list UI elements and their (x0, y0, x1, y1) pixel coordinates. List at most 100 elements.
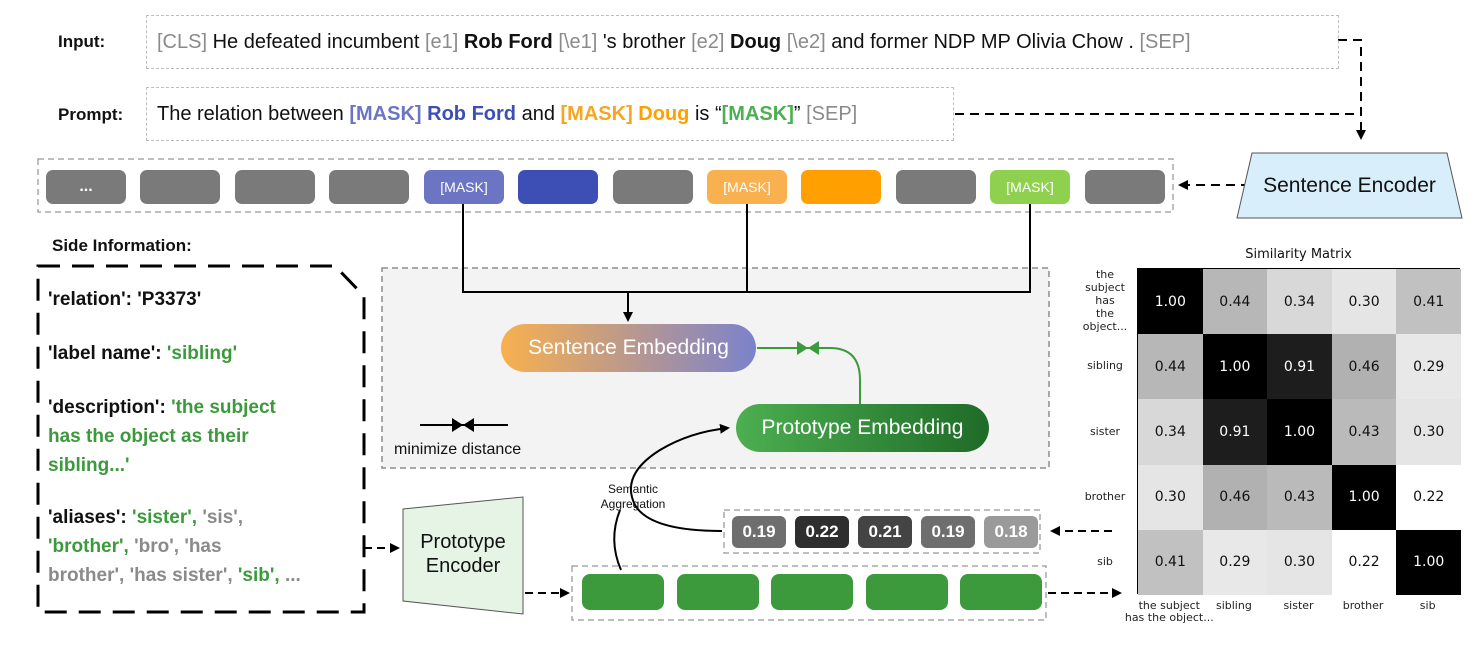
label-value: 'sibling' (166, 343, 238, 364)
prompt-sentence-box: The relation between [MASK] Rob Ford and… (146, 87, 954, 141)
matrix-cell: 0.46 (1331, 334, 1397, 400)
e1-close-tag: [\e1] (558, 31, 598, 53)
weight-box: 0.19 (921, 516, 975, 548)
matrix-cell: 0.34 (1267, 269, 1332, 335)
prototype-vector (771, 574, 853, 610)
semantic-aggregation-line: Semantic (607, 482, 659, 496)
input-text: and former NDP MP Olivia Chow . (831, 31, 1134, 53)
matrix-cell: 1.00 (1331, 464, 1397, 530)
similarity-title: Similarity Matrix (1245, 247, 1352, 262)
weight-box: 0.21 (858, 516, 912, 548)
matrix-cell: 1.00 (1138, 269, 1203, 335)
sep-token: [SEP] (1139, 31, 1191, 53)
prompt-text: The relation between (157, 103, 344, 125)
token (235, 170, 315, 204)
token-mask-2: [MASK] (707, 170, 787, 204)
input-to-encoder-arrow (1338, 39, 1366, 140)
input-sentence-box: [CLS] He defeated incumbent [e1] Rob For… (146, 15, 1339, 69)
matrix-col-label: brother (1342, 599, 1384, 612)
weight-box: 0.18 (984, 516, 1038, 548)
token (140, 170, 220, 204)
matrix-col-label: sibling (1215, 599, 1252, 612)
matrix-row-label: sister (1089, 424, 1121, 438)
prompt-label: Prompt: (58, 105, 124, 124)
token (896, 170, 976, 204)
e1-tag: [e1] (424, 31, 459, 53)
entity-rob-ford: Rob Ford (463, 31, 553, 53)
side-info-content: 'relation': 'P3373' 'label name': 'sibli… (48, 285, 358, 590)
prototype-vector (582, 574, 664, 610)
alias-ellipsis: ... (284, 565, 301, 586)
matrix-cell: 0.44 (1202, 269, 1268, 335)
matrix-row-label: sib (1097, 554, 1113, 568)
input-text: 's brother (602, 31, 686, 53)
token-row-frame (37, 158, 1174, 213)
semantic-aggregation-label: Semantic Aggregation (583, 482, 683, 512)
relation-key: 'relation': (48, 289, 132, 310)
matrix-cell: 0.91 (1267, 334, 1332, 400)
token (613, 170, 693, 204)
sentence-encoder-shape (1236, 152, 1463, 219)
side-info-frame (36, 264, 366, 614)
prototype-vector (960, 574, 1042, 610)
matrix-cell: 1.00 (1396, 529, 1461, 595)
token-ellipsis: ... (46, 170, 126, 204)
prompt-entity-2: Doug (638, 103, 690, 125)
side-info-title: Side Information: (52, 236, 192, 255)
prompt-quote: “ (714, 103, 722, 125)
input-text: He defeated incumbent (212, 31, 420, 53)
proto-to-sentence-link (808, 347, 861, 404)
prototype-encoder-line: Prototype (420, 531, 506, 553)
alias-highlight: 'brother', (48, 536, 129, 557)
alias: 'bro', (134, 536, 180, 557)
prompt-mask-1: [MASK] (349, 103, 422, 125)
matrix-cell: 0.46 (1202, 464, 1268, 530)
prototype-vector (677, 574, 759, 610)
description-value: sibling...' (48, 455, 130, 476)
matrix-cell: 0.22 (1396, 464, 1461, 530)
prompt-quote: ” (793, 103, 801, 125)
token-mask-3: [MASK] (990, 170, 1070, 204)
semantic-aggregation-line: Aggregation (600, 497, 666, 511)
entity-doug: Doug (730, 31, 782, 53)
prompt-text: and (521, 103, 555, 125)
alias-highlight: 'sister', (132, 507, 198, 528)
input-label: Input: (58, 32, 106, 51)
matrix-cell: 0.22 (1331, 529, 1397, 595)
relation-value: 'P3373' (137, 289, 202, 310)
cls-token: [CLS] (157, 31, 208, 53)
alias-highlight: 'sib', (237, 565, 280, 586)
matrix-cell: 0.44 (1138, 334, 1203, 400)
token (1085, 170, 1165, 204)
prompt-text: is (694, 103, 710, 125)
matrix-cell: 0.34 (1138, 399, 1203, 465)
prototype-encoder-shape (402, 496, 524, 615)
matrix-cell: 0.43 (1267, 464, 1332, 530)
matrix-cell: 0.91 (1202, 399, 1268, 465)
matrix-cell: 0.41 (1396, 269, 1461, 335)
matrix-cell: 0.41 (1138, 529, 1203, 595)
description-key: 'description': (48, 397, 166, 418)
token-mask-1: [MASK] (424, 170, 504, 204)
weight-box: 0.19 (732, 516, 786, 548)
description-value: has the object as their (48, 426, 249, 447)
matrix-cell: 0.30 (1138, 464, 1203, 530)
token-entity-1 (518, 170, 598, 204)
prototype-embedding-pill (736, 404, 989, 452)
prototype-embedding-label: Prototype Embedding (761, 416, 964, 439)
matrix-cell: 0.30 (1331, 269, 1397, 335)
matrix-cell: 0.29 (1396, 334, 1461, 400)
matrix-cell: 0.30 (1267, 529, 1332, 595)
prototype-encoder-line: Encoder (425, 555, 501, 577)
sentence-embedding-label: Sentence Embedding (528, 336, 729, 359)
matrix-row-label: sibling (1087, 359, 1123, 373)
aliases-key: 'aliases': (48, 507, 127, 528)
e2-close-tag: [\e2] (786, 31, 826, 53)
prototype-encoder-label: Prototype Encoder (403, 530, 523, 578)
mask-merge-lines (462, 204, 1031, 293)
alias: 'sis', (202, 507, 244, 528)
alias: 'has (184, 536, 222, 557)
